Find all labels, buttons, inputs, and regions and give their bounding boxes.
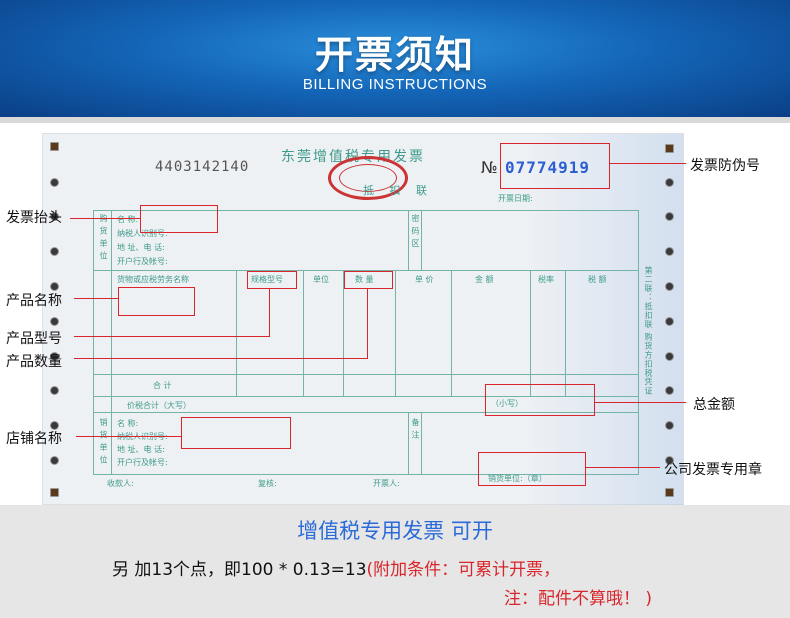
tax-calculation-text: 另 加13个点，即100 * 0.13=13 [112, 560, 367, 580]
total-words-label: 价税合计（大写） [127, 401, 191, 410]
paper-tint [523, 134, 683, 506]
remark-label: 备 注 [411, 418, 420, 440]
form-line [395, 270, 396, 396]
invoice-head-leader [70, 218, 140, 219]
label-invoice-head: 发票抬头 [6, 210, 62, 226]
form-line [93, 210, 639, 211]
form-line [93, 270, 639, 271]
label-anti-fake: 发票防伪号 [690, 158, 760, 174]
anti-fake-leader [610, 163, 686, 164]
divider [0, 117, 790, 123]
code-area-label: 密 码 区 [411, 214, 420, 249]
form-line [93, 474, 639, 475]
label-company-stamp: 公司发票专用章 [664, 462, 762, 478]
invoice-code: 4403142140 [155, 159, 250, 175]
invoice-subtitle: 抵 扣 联 [363, 184, 433, 197]
form-line [451, 270, 452, 396]
buyer-side-label: 购 货 单 位 [99, 214, 108, 261]
accessories-note: 注：配件不算哦！ ) [504, 589, 653, 609]
vat-invoice-notice: 增值税专用发票 可开 [297, 519, 493, 543]
shop-name-leader [76, 436, 181, 437]
form-line [421, 412, 422, 474]
tax-calculation: 另 加13个点，即100 * 0.13=13(附加条件：可累计开票， [112, 555, 560, 580]
label-shop-name: 店铺名称 [6, 431, 62, 447]
buyer-field-taxid: 纳税人识别号: [117, 229, 168, 238]
form-line [93, 374, 639, 375]
total-label: 合 计 [153, 381, 172, 390]
form-line [408, 210, 409, 270]
page-subtitle: BILLING INSTRUCTIONS [302, 76, 488, 93]
col-header-taxrate: 税率 [538, 275, 554, 284]
product-name-leader [74, 298, 118, 299]
additional-condition: (附加条件：可累计开票， [366, 560, 561, 580]
copy-side-note: 第二联：抵扣联 购货方扣税凭证 [644, 266, 653, 396]
col-header-qty: 数 量 [355, 275, 374, 284]
anti-fake-highlight [500, 143, 610, 189]
col-header-amount: 金 额 [475, 275, 494, 284]
seller-side-label: 销 货 单 位 [99, 418, 108, 465]
invoice-head-highlight [140, 205, 218, 233]
form-line [93, 210, 94, 475]
form-line [343, 270, 344, 396]
product-model-leader-h [74, 336, 270, 337]
seller-field-address: 地 址、电 话: [117, 445, 165, 454]
form-line [93, 396, 639, 397]
col-header-unit: 单位 [313, 275, 329, 284]
header-banner: 开票须知 BILLING INSTRUCTIONS [0, 0, 790, 117]
company-stamp-leader [586, 467, 660, 468]
product-qty-highlight [344, 271, 393, 289]
invoice-number: 07774919 [505, 158, 591, 177]
label-product-qty: 产品数量 [6, 354, 62, 370]
total-amount-leader [595, 402, 686, 403]
company-stamp-highlight [478, 452, 586, 486]
label-total-amount: 总金额 [693, 397, 735, 413]
col-header-price: 单 价 [415, 275, 434, 284]
buyer-field-name: 名 称: [117, 215, 139, 224]
tractor-holes-right [665, 134, 675, 506]
product-qty-leader-v [367, 289, 368, 359]
issuer-label: 开票人: [373, 479, 400, 488]
product-model-highlight [247, 271, 297, 289]
total-small-label: （小写） [491, 399, 523, 408]
form-line [421, 210, 422, 270]
tractor-holes-left [50, 134, 60, 506]
col-header-name: 货物或应税劳务名称 [117, 275, 189, 284]
label-product-model: 产品型号 [6, 331, 62, 347]
footer-notice: 增值税专用发票 可开 另 加13个点，即100 * 0.13=13(附加条件：可… [0, 505, 790, 618]
product-name-highlight [118, 287, 195, 316]
form-line [565, 270, 566, 396]
invoice-no-label: № [481, 158, 498, 177]
seller-stamp-label: 销货单位:（章） [488, 474, 547, 483]
total-amount-highlight [485, 384, 595, 416]
seller-field-bank: 开户行及帐号: [117, 458, 168, 467]
form-line [530, 270, 531, 396]
shop-name-highlight [181, 417, 291, 449]
form-line [638, 210, 639, 475]
form-line [93, 412, 639, 413]
form-line [408, 412, 409, 474]
buyer-field-bank: 开户行及帐号: [117, 257, 168, 266]
seller-field-name: 名 称: [117, 419, 139, 428]
col-header-model: 规格型号 [251, 275, 283, 284]
receiver-label: 收款人: [107, 479, 134, 488]
product-qty-leader-h [74, 358, 368, 359]
reviewer-label: 复核: [258, 479, 277, 488]
form-line [236, 270, 237, 396]
page-title: 开票须知 [314, 33, 475, 77]
col-header-tax: 税 额 [588, 275, 607, 284]
buyer-field-address: 地 址、电 话: [117, 243, 165, 252]
invoice-image: 4403142140 东莞增值税专用发票 抵 扣 联 № 07774919 开票… [42, 133, 684, 506]
form-line [111, 210, 112, 474]
invoice-date-label: 开票日期: [498, 194, 533, 203]
form-line [303, 270, 304, 396]
tax-seal-stamp [328, 156, 408, 200]
product-model-leader-v [269, 289, 270, 337]
label-product-name: 产品名称 [6, 293, 62, 309]
